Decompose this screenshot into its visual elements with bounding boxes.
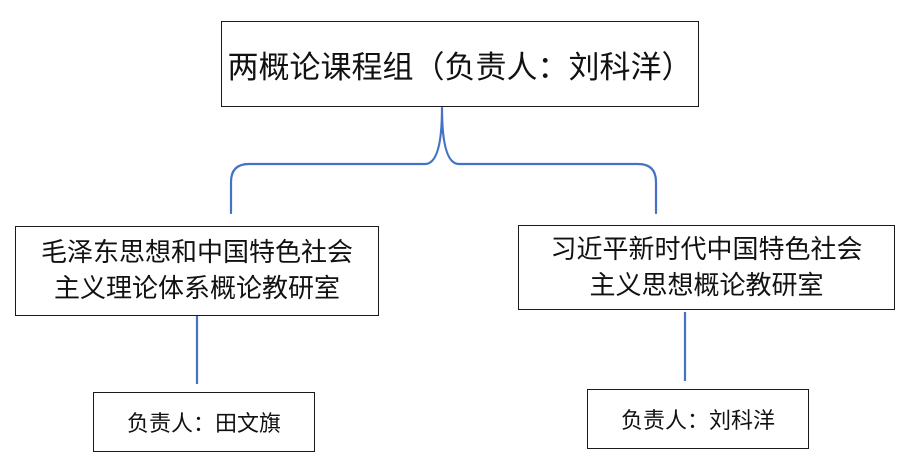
- department-name-line-2: 主义思想概论教研室: [589, 270, 824, 301]
- department-node-xi: 习近平新时代中国特色社会 主义思想概论教研室: [518, 225, 895, 310]
- department-node-mao: 毛泽东思想和中国特色社会 主义理论体系概论教研室: [15, 226, 379, 316]
- department-name-line-1: 毛泽东思想和中国特色社会: [40, 238, 353, 268]
- leader-label: 负责人：刘科洋: [620, 409, 775, 434]
- department-name-line-1: 习近平新时代中国特色社会: [550, 234, 863, 265]
- leader-node-left: 负责人：田文旗: [93, 392, 315, 452]
- root-node-label: 两概论课程组（负责人：刘科洋）: [227, 49, 693, 86]
- leader-label: 负责人：田文旗: [126, 412, 281, 437]
- leader-node-right: 负责人：刘科洋: [587, 389, 809, 449]
- department-name-line-2: 主义理论体系概论教研室: [53, 274, 340, 304]
- brace-connector: [229, 106, 658, 215]
- root-node: 两概论课程组（负责人：刘科洋）: [221, 21, 699, 107]
